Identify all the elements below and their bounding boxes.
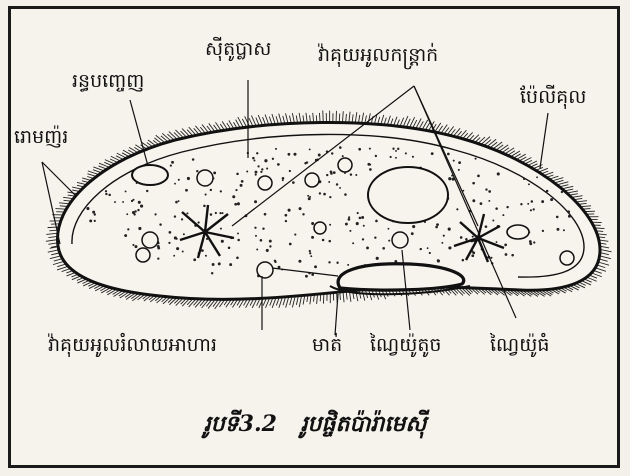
figure-caption: រូបទី3.2 រូបផ្ចិតប៉ារ៉ាមេស៊ី — [0, 410, 630, 442]
caption-title: រូបផ្ចិតប៉ារ៉ាមេស៊ី — [301, 411, 427, 437]
macronucleus-shape — [368, 167, 448, 223]
label-contractile-vacuole: វ៉ាគុយអូលកន្ត្រាក់ — [318, 46, 438, 65]
caption-number: រូបទី3.2 — [204, 411, 277, 437]
label-pellicle: ប៉ែលីគុល — [520, 88, 586, 107]
label-food-vacuole: វ៉ាគុយអូលរំលាយអាហារ — [48, 336, 217, 355]
label-macronucleus: ណ្វៃយ៉ូធំ — [490, 336, 549, 355]
oral-groove — [338, 264, 464, 290]
label-mouth: មាត់ — [312, 336, 342, 355]
label-cytoplasm: ស៊ីតូប្លាស — [205, 40, 271, 59]
contractile-vacuole-pore — [132, 165, 168, 185]
label-micronucleus: ណ្វៃយ៉ូតូច — [370, 336, 441, 355]
label-cilia: រោមញ៉រ — [14, 128, 68, 147]
micronucleus-shape — [507, 225, 529, 239]
label-excretory-pore: រន្ធបញ្ចេញ — [72, 72, 144, 91]
